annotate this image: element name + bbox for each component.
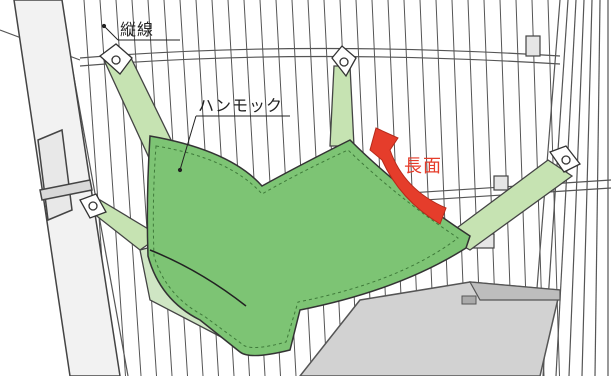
cage-bar xyxy=(99,0,126,376)
curved-up-arrow-icon xyxy=(369,127,447,225)
cage-bar xyxy=(594,0,601,376)
strap-hooks xyxy=(79,43,581,219)
hammock-fabric xyxy=(146,135,471,357)
label-leader-lines xyxy=(101,23,290,173)
hammock-stitch-line xyxy=(152,145,459,348)
cage-tray xyxy=(299,281,561,376)
cage-bar xyxy=(581,0,593,376)
long-side-label: 長面 xyxy=(404,156,442,177)
hammock-fold-line xyxy=(149,249,247,307)
cage-bar xyxy=(555,0,577,376)
cage-bar xyxy=(131,0,157,376)
vertical-wire-label: 縦線 xyxy=(120,20,155,39)
hammock-label: ハンモック xyxy=(198,96,284,115)
cage-bar xyxy=(568,0,585,376)
cage-left-frame xyxy=(13,0,121,376)
